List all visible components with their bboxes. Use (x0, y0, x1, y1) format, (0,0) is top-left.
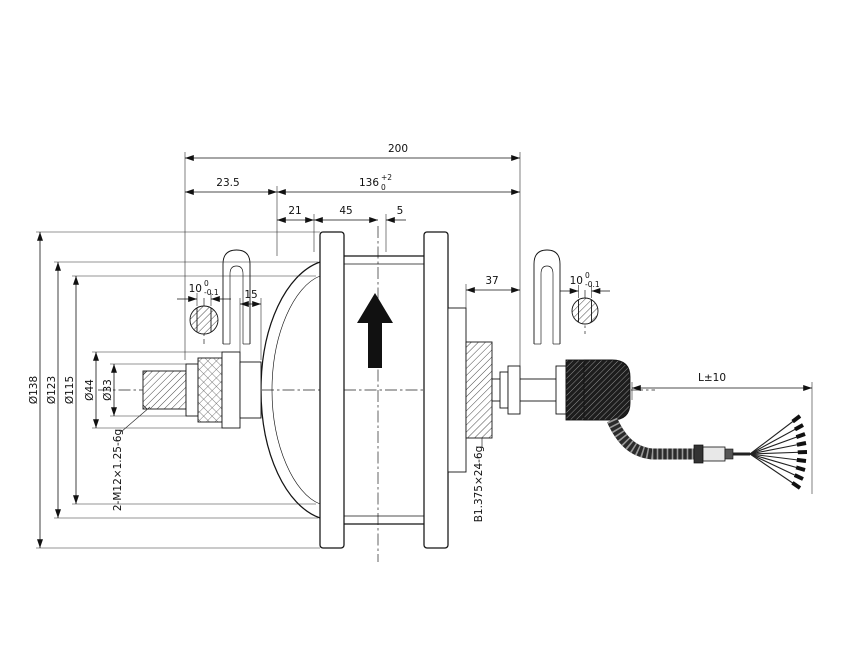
motor-shell (260, 231, 449, 549)
dim-boss-offset-label: 37 (485, 275, 498, 287)
dimension-flange-offset: 21 (277, 205, 314, 223)
wire (749, 453, 807, 463)
dim-flat-width-left-label: 10 (189, 283, 202, 295)
dim-dia-33-label: Ø33 (102, 379, 114, 401)
wire (749, 453, 806, 472)
dim-flat-width-right-tol-upper: 0 (585, 271, 590, 280)
dropout-left-slot (229, 265, 244, 344)
wire (749, 453, 802, 490)
left-cover-inner-line (271, 275, 321, 505)
axle-chamfer (142, 370, 148, 376)
cable-assembly (555, 359, 808, 490)
wire (749, 450, 808, 455)
dimension-cable-length: L±10 (631, 372, 813, 494)
axle-spacer (239, 361, 262, 419)
flat-section-circle-left (189, 305, 219, 335)
axle-lock-nut-right (565, 359, 585, 421)
dim-flange-offset-label: 21 (288, 205, 301, 217)
dimension-dia-115: Ø115 (64, 275, 316, 505)
axle-washer-large (507, 365, 521, 415)
axle-flat-section-right (571, 297, 599, 325)
dropout-right-outline (533, 249, 561, 344)
dim-axle-step-label: 15 (244, 289, 257, 301)
dimension-left-offset: 23.5 (185, 177, 277, 195)
dimension-flat-width-left: 10 0 -0.1 (177, 279, 231, 306)
inline-connector-barrel (702, 446, 726, 462)
dim-left-offset-label: 23.5 (216, 177, 239, 189)
wire (749, 453, 804, 481)
dimension-dia-44: Ø44 (84, 351, 222, 429)
inline-connector-end (693, 444, 704, 464)
cable-coil-texture (606, 417, 694, 460)
dimension-center-offset: 5 (385, 205, 406, 252)
dim-dropout-width-tol-lower: 0 (381, 183, 386, 192)
rotation-direction-arrow (357, 293, 393, 368)
callout-freewheel-thread-label: B1.375×24-6g (473, 446, 485, 523)
callout-axle-thread: 2-M12×1.25-6g (112, 406, 151, 511)
axle-chamfer (142, 404, 148, 410)
dim-flat-width-left-tol-upper: 0 (204, 279, 209, 288)
dropout-left (222, 249, 251, 345)
wire (749, 414, 802, 455)
dim-flange-span-label: 45 (339, 205, 352, 217)
dropout-left-outline (222, 249, 251, 344)
dimension-boss-offset: 37 (465, 275, 520, 340)
leader-line (120, 406, 151, 433)
wire-fan (749, 414, 808, 490)
dim-dia-44-label: Ø44 (84, 379, 96, 401)
dim-dia-115-label: Ø115 (64, 376, 76, 404)
dropout-right-slot (540, 265, 554, 344)
axle-collar (185, 363, 199, 417)
dim-flat-width-right-label: 10 (570, 275, 583, 287)
inline-connector-tip (724, 448, 734, 460)
drive-side-assembly (447, 307, 559, 473)
freewheel-thread-boss (465, 341, 493, 439)
dim-overall-length-label: 200 (388, 143, 408, 155)
axle-flat-section-left (189, 305, 219, 335)
dim-dia-138-label: Ø138 (28, 376, 40, 404)
dim-flat-width-right-tol-lower: -0.1 (585, 280, 600, 289)
wire (749, 423, 804, 455)
axle-washer-small (499, 371, 509, 409)
dim-dia-123-label: Ø123 (46, 376, 58, 404)
dim-center-offset-label: 5 (397, 205, 404, 217)
callout-axle-thread-label: 2-M12×1.25-6g (112, 429, 124, 511)
wire (749, 441, 807, 455)
dropout-right (533, 249, 561, 345)
dimension-dia-123: Ø123 (46, 261, 318, 519)
flat-section-circle-right (571, 297, 599, 325)
dimension-dropout-width: 136 +2 0 (276, 173, 520, 256)
dim-dropout-width-label: 136 (359, 177, 379, 189)
axle-nut-washer-right (555, 365, 567, 415)
dim-dropout-width-tol-upper: +2 (381, 173, 392, 182)
axle-shoulder (221, 351, 241, 429)
dimension-dia-138: Ø138 (28, 231, 320, 549)
wire (749, 432, 806, 455)
left-axle-assembly (142, 351, 262, 429)
callout-freewheel-thread: B1.375×24-6g (473, 438, 485, 522)
cable-connector-body (583, 359, 631, 421)
dim-flat-width-left-tol-lower: -0.1 (204, 288, 219, 297)
axle-lock-nut-left (197, 357, 223, 423)
brake-flange (447, 307, 467, 473)
dimension-flat-width-right: 10 0 -0.1 (560, 271, 610, 298)
spoke-flange-left (319, 231, 345, 549)
dim-cable-length-label: L±10 (698, 372, 726, 384)
dimension-axle-step: 15 (239, 289, 262, 360)
spoke-flange-right (423, 231, 449, 549)
dimension-flange-span: 45 (313, 205, 378, 252)
dimension-overall-length: 200 (184, 143, 521, 374)
dimension-dia-33: Ø33 (102, 363, 186, 417)
axle-thread-left (142, 370, 187, 410)
